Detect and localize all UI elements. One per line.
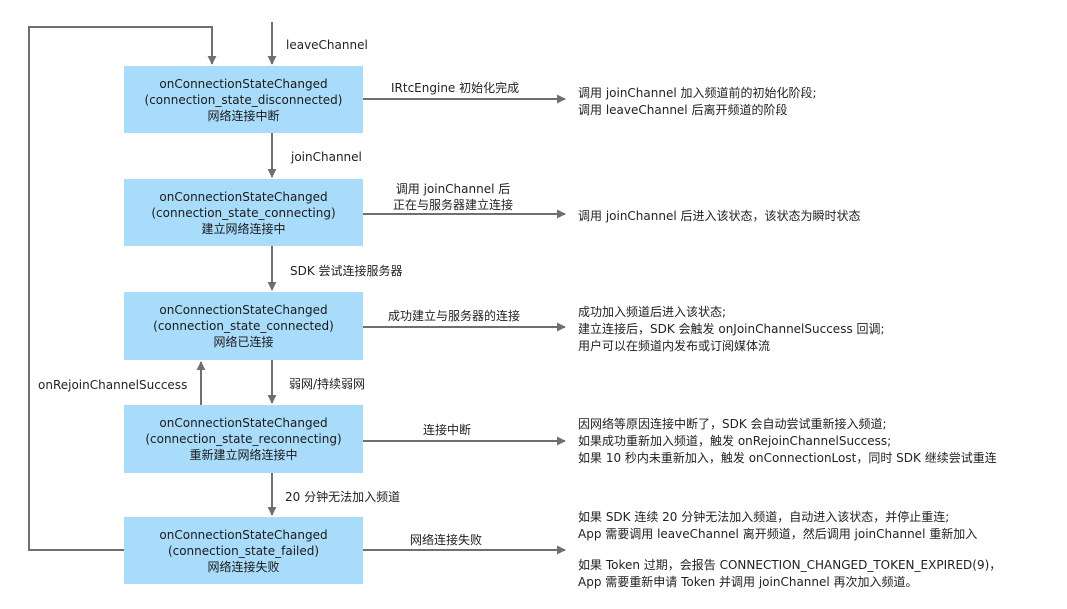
desc-line: 调用 joinChannel 加入频道前的初始化阶段; (578, 86, 817, 100)
leave-channel-label: leaveChannel (286, 38, 368, 52)
desc-line: 因网络等原因连接中断了，SDK 会自动尝试重新接入频道; (578, 417, 887, 431)
desc-line: App 需要调用 leaveChannel 离开频道，然后调用 joinChan… (578, 527, 978, 541)
side-label-reconnecting: 连接中断 (423, 422, 471, 438)
desc-line: 如果 10 秒内未重新加入，触发 onConnectionLost，同时 SDK… (578, 451, 997, 465)
state-connected: onConnectionStateChanged (connection_sta… (124, 292, 363, 360)
desc-line: 如果成功重新加入频道，触发 onRejoinChannelSuccess; (578, 434, 892, 448)
desc-line: 成功加入频道后进入该状态; (578, 305, 727, 319)
state-callback-name: onConnectionStateChanged (159, 303, 328, 317)
side-label-line: 正在与服务器建立连接 (393, 198, 514, 212)
state-failed: onConnectionStateChanged (connection_sta… (124, 517, 363, 584)
desc-failed-stop: 如果 SDK 连续 20 分钟无法加入频道，自动进入该状态，并停止重连; App… (578, 509, 977, 543)
state-callback-name: onConnectionStateChanged (159, 76, 328, 91)
state-label: 重新建立网络连接中 (189, 448, 298, 462)
state-label: 网络连接中断 (207, 108, 280, 123)
desc-reconnecting: 因网络等原因连接中断了，SDK 会自动尝试重新接入频道; 如果成功重新加入频道，… (578, 416, 997, 467)
state-reconnecting: onConnectionStateChanged (connection_sta… (124, 405, 363, 473)
side-label-line: 调用 joinChannel 后 (395, 182, 511, 196)
side-label-disconnected: IRtcEngine 初始化完成 (391, 80, 519, 96)
state-label: 网络连接失败 (207, 559, 280, 574)
state-param: (connection_state_failed) (167, 543, 320, 558)
weak-network-label: 弱网/持续弱网 (289, 377, 366, 391)
state-param: (connection_state_reconnecting) (145, 432, 342, 446)
desc-disconnected: 调用 joinChannel 加入频道前的初始化阶段; 调用 leaveChan… (578, 85, 817, 119)
side-label-line: IRtcEngine 初始化完成 (391, 81, 520, 95)
state-connecting: onConnectionStateChanged (connection_sta… (124, 179, 363, 246)
desc-line: 如果 SDK 连续 20 分钟无法加入频道，自动进入该状态，并停止重连; (578, 510, 950, 524)
state-disconnected: onConnectionStateChanged (connection_sta… (124, 66, 363, 133)
failed-loop-arrow (28, 26, 217, 551)
sdk-try-label: SDK 尝试连接服务器 (290, 264, 403, 278)
desc-connecting: 调用 joinChannel 后进入该状态，该状态为瞬时状态 (578, 208, 861, 225)
desc-line: App 需要重新申请 Token 并调用 joinChannel 再次加入频道。 (578, 575, 918, 589)
side-label-connected: 成功建立与服务器的连接 (388, 308, 520, 324)
side-label-line: 成功建立与服务器的连接 (388, 309, 521, 323)
twenty-min-label: 20 分钟无法加入频道 (285, 490, 401, 504)
state-callback-name: onConnectionStateChanged (159, 189, 328, 204)
desc-line: 如果 Token 过期，会报告 CONNECTION_CHANGED_TOKEN… (578, 558, 1002, 572)
state-label: 建立网络连接中 (201, 221, 286, 236)
state-param: (connection_state_connecting) (151, 205, 336, 220)
state-callback-name: onConnectionStateChanged (159, 416, 328, 430)
join-channel-label: joinChannel (291, 150, 362, 164)
side-label-failed: 网络连接失败 (410, 532, 482, 548)
desc-line: 调用 leaveChannel 后离开频道的阶段 (578, 103, 788, 117)
desc-line: 调用 joinChannel 后进入该状态，该状态为瞬时状态 (578, 209, 861, 223)
side-label-connecting: 调用 joinChannel 后 正在与服务器建立连接 (393, 181, 513, 213)
desc-line: 用户可以在频道内发布或订阅媒体流 (578, 339, 771, 353)
state-callback-name: onConnectionStateChanged (159, 527, 328, 542)
rejoin-label: onRejoinChannelSuccess (38, 378, 188, 392)
desc-line: 建立连接后，SDK 会触发 onJoinChannelSuccess 回调; (578, 322, 885, 336)
state-param: (connection_state_connected) (153, 319, 334, 333)
desc-failed-token: 如果 Token 过期，会报告 CONNECTION_CHANGED_TOKEN… (578, 557, 1001, 591)
side-label-line: 连接中断 (423, 423, 472, 437)
state-param: (connection_state_disconnected) (144, 92, 343, 107)
state-label: 网络已连接 (213, 335, 274, 349)
desc-connected: 成功加入频道后进入该状态; 建立连接后，SDK 会触发 onJoinChanne… (578, 304, 885, 355)
side-label-line: 网络连接失败 (410, 533, 483, 547)
